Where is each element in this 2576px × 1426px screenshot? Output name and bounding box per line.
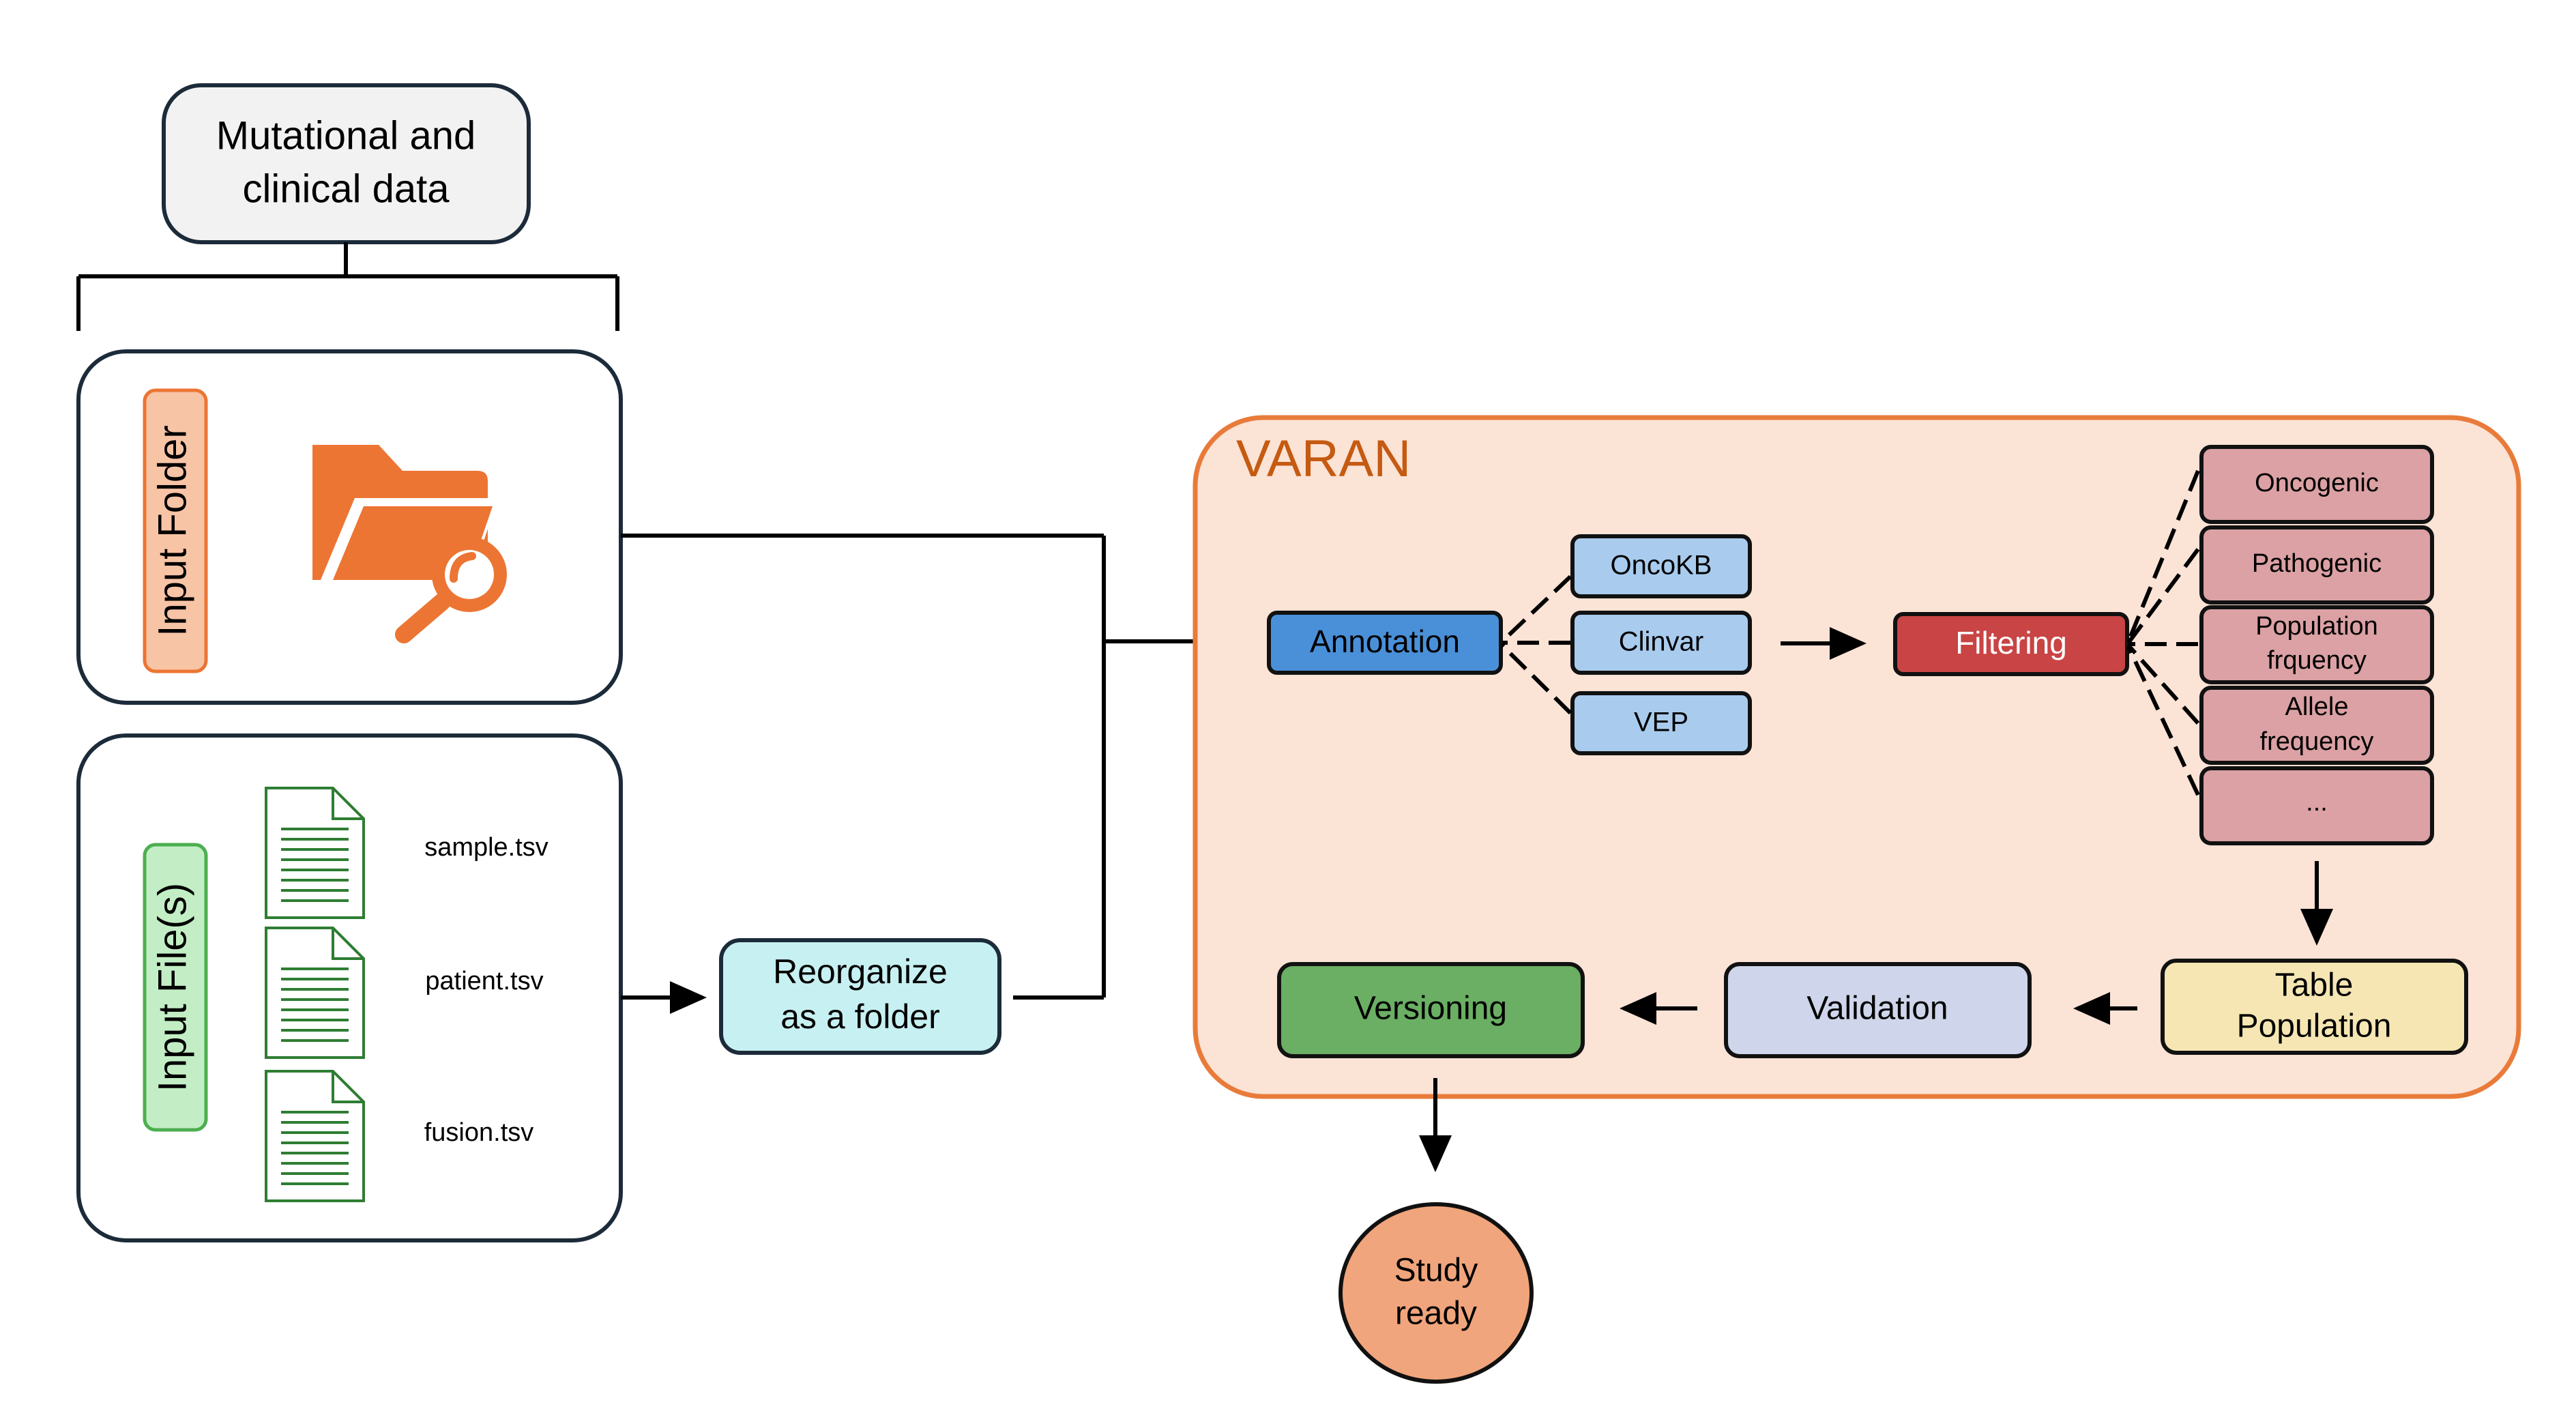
annotation-label: Annotation: [1310, 624, 1460, 659]
reorganize-node: Reorganize as a folder: [719, 938, 1001, 1055]
document-icon: [265, 1070, 365, 1202]
versioning-label: Versioning: [1354, 991, 1507, 1027]
file-name-patient: patient.tsv: [425, 967, 543, 995]
source-title-line2: clinical data: [242, 166, 450, 211]
filtering-label: Filtering: [1955, 625, 2067, 660]
annotation-dashed-links: [1500, 574, 1572, 715]
input-connectors: [621, 534, 1249, 1014]
source-bracket: [76, 242, 619, 331]
filtering-node: Filtering: [1893, 612, 2129, 676]
study-ready-line1: Study: [1394, 1253, 1478, 1289]
table-population-node: Table Population: [2161, 959, 2468, 1055]
file-name-sample: sample.tsv: [424, 833, 548, 862]
varan-title: VARAN: [1236, 430, 1411, 488]
filter-population-frequency: [2199, 605, 2434, 684]
versioning-node: Versioning: [1277, 962, 1585, 1058]
study-ready-node: Study ready: [1338, 1202, 1534, 1384]
input-folder-node: Input Folder: [76, 349, 623, 705]
varan-panel: VARAN: [1192, 415, 2521, 1099]
filter-pathogenic: [2199, 525, 2434, 605]
filter-allele-line1: Allele: [2285, 693, 2349, 721]
oncokb-label: OncoKB: [1611, 551, 1712, 581]
filter-more: [2199, 766, 2434, 845]
reorganize-line2: as a folder: [780, 998, 939, 1036]
table-population-line2: Population: [2237, 1008, 2392, 1045]
reorganize-line1: Reorganize: [773, 952, 948, 991]
input-folder-tag: [143, 388, 208, 673]
source-title-line1: Mutational and: [216, 113, 475, 158]
vep-label: VEP: [1634, 708, 1688, 738]
input-files-node: Input File(s) sample.tsv patient.tsv fus…: [76, 733, 623, 1242]
annotation-sources: OncoKB Clinvar VEP: [1570, 534, 1752, 755]
oncokb-node: [1570, 534, 1752, 598]
clinvar-node: [1570, 611, 1752, 675]
validation-label: Validation: [1806, 991, 1948, 1027]
filter-items: Oncogenic Pathogenic Population frquency…: [2199, 445, 2434, 845]
input-files-label: Input File(s): [150, 883, 194, 1092]
vep-node: [1570, 691, 1752, 755]
filter-oncogenic-label: Oncogenic: [2255, 469, 2379, 497]
document-icon: [265, 927, 365, 1059]
filter-allele-frequency: [2199, 686, 2434, 765]
file-name-fusion: fusion.tsv: [424, 1118, 534, 1147]
document-icon: [265, 787, 365, 919]
clinvar-label: Clinvar: [1619, 627, 1703, 657]
input-files-tag: [143, 843, 208, 1132]
filter-allele-line2: frequency: [2260, 727, 2374, 756]
study-ready-line2: ready: [1395, 1296, 1477, 1332]
input-folder-label: Input Folder: [150, 425, 194, 637]
filter-population-line2: frquency: [2267, 646, 2367, 675]
filter-population-line1: Population: [2255, 612, 2378, 641]
filtering-dashed-links: [2126, 469, 2200, 796]
annotation-node: Annotation: [1267, 611, 1503, 675]
source-data-node: Mutational and clinical data: [162, 83, 531, 244]
folder-search-icon: [312, 445, 507, 643]
filter-oncogenic: [2199, 445, 2434, 524]
validation-node: Validation: [1724, 962, 2032, 1058]
filter-more-label: ...: [2306, 788, 2328, 817]
filter-pathogenic-label: Pathogenic: [2252, 549, 2382, 578]
table-population-line1: Table: [2275, 967, 2354, 1004]
